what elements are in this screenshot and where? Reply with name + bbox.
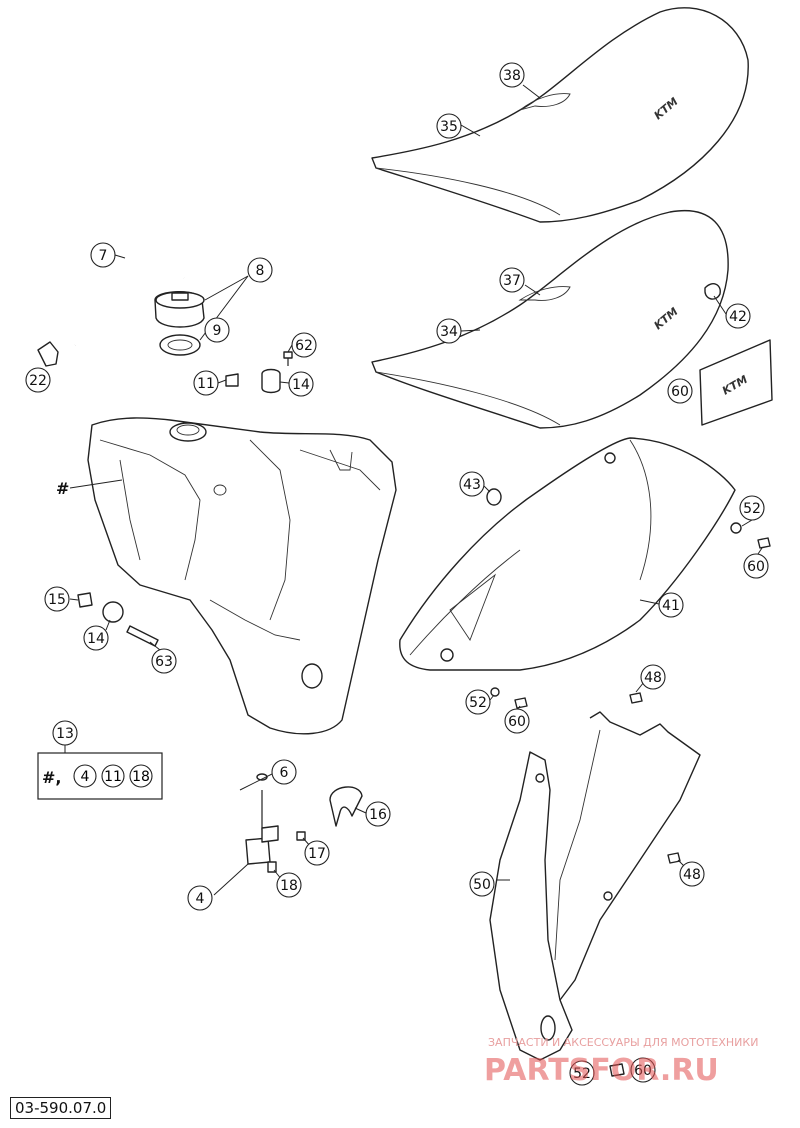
svg-text:48: 48 [644,670,662,686]
svg-text:13: 13 [56,726,74,742]
svg-text:8: 8 [256,263,265,279]
radiator-spoiler [489,711,701,1061]
svg-text:4: 4 [196,891,205,907]
callout-22: 22 [25,367,51,393]
callout-8: 8 [247,257,273,283]
svg-text:22: 22 [29,373,47,389]
callout-16: 16 [365,801,391,827]
callout-48-bottom: 48 [679,861,705,887]
callout-37: 37 [499,267,525,293]
svg-text:52: 52 [743,501,761,517]
svg-text:9: 9 [213,323,222,339]
kit-item-11: 11 [104,769,122,785]
callout-11: 11 [193,370,219,396]
side-panel [399,437,736,671]
fuel-tank [87,417,397,735]
small-fasteners-top [225,351,293,394]
svg-text:60: 60 [747,559,765,575]
tank-fasteners [77,592,159,647]
callout-52-bottom: 52 [569,1060,595,1086]
svg-text:63: 63 [155,654,173,670]
callout-14-top: 14 [288,371,314,397]
callout-50: 50 [469,871,495,897]
callout-4: 4 [187,885,213,911]
svg-text:52: 52 [469,695,487,711]
callout-35: 35 [436,113,462,139]
fuel-hose [73,248,186,346]
callout-13: 13 [52,720,78,746]
callout-9: 9 [204,317,230,343]
callout-60-bottom: 60 [630,1057,656,1083]
callout-42: 42 [725,303,751,329]
kit-hash: #, [42,768,61,787]
kit-item-4: 4 [81,769,90,785]
svg-text:50: 50 [473,877,491,893]
svg-text:11: 11 [197,376,215,392]
vent-elbow [37,341,59,367]
callout-60-patch: 60 [667,378,693,404]
seat-lower: KTM [371,210,729,429]
callout-52-right: 52 [739,495,765,521]
callout-60-right: 60 [743,553,769,579]
callout-43: 43 [459,471,485,497]
svg-text:52: 52 [573,1066,591,1082]
svg-text:14: 14 [87,631,105,647]
side-panel-fasteners [486,488,771,864]
svg-text:42: 42 [729,309,747,325]
callout-41: 41 [658,592,684,618]
svg-text:17: 17 [308,846,326,862]
seat-upper: KTM [371,7,749,223]
svg-text:38: 38 [503,68,521,84]
callout-17: 17 [304,840,330,866]
svg-text:41: 41 [662,598,680,614]
svg-text:14: 14 [292,377,310,393]
fuel-cap [154,291,205,356]
svg-text:34: 34 [440,324,458,340]
svg-text:48: 48 [683,867,701,883]
callout-14-left: 14 [83,625,109,651]
callout-60-mid: 60 [504,708,530,734]
svg-text:18: 18 [280,878,298,894]
svg-text:60: 60 [508,714,526,730]
callout-34: 34 [436,318,462,344]
callout-38: 38 [499,62,525,88]
svg-text:6: 6 [280,765,289,781]
svg-text:35: 35 [440,119,458,135]
svg-text:60: 60 [634,1063,652,1079]
svg-text:62: 62 [295,338,313,354]
callout-18: 18 [276,872,302,898]
svg-text:15: 15 [48,592,66,608]
callout-6: 6 [271,759,297,785]
callout-52-mid: 52 [465,689,491,715]
svg-text:16: 16 [369,807,387,823]
diagram-code: 03-590.07.0 [10,1097,112,1119]
svg-text:60: 60 [671,384,689,400]
tank-hash-marker: # [56,479,69,498]
svg-text:43: 43 [463,477,481,493]
kit-box: #, 4 11 18 [37,745,163,800]
callout-15: 15 [44,586,70,612]
callout-62: 62 [291,332,317,358]
fuel-tap [245,773,363,873]
seat-cover-patch: KTM [699,339,773,426]
watermark-tagline: ЗАПЧАСТИ И АКСЕССУАРЫ ДЛЯ МОТОТЕХНИКИ [488,1036,758,1049]
callout-7: 7 [90,242,116,268]
watermark-brand: PARTSFOR.RU [484,1053,719,1088]
svg-text:37: 37 [503,273,521,289]
callout-48-top: 48 [640,664,666,690]
kit-item-18: 18 [132,769,150,785]
callout-63: 63 [151,648,177,674]
svg-text:7: 7 [99,248,108,264]
